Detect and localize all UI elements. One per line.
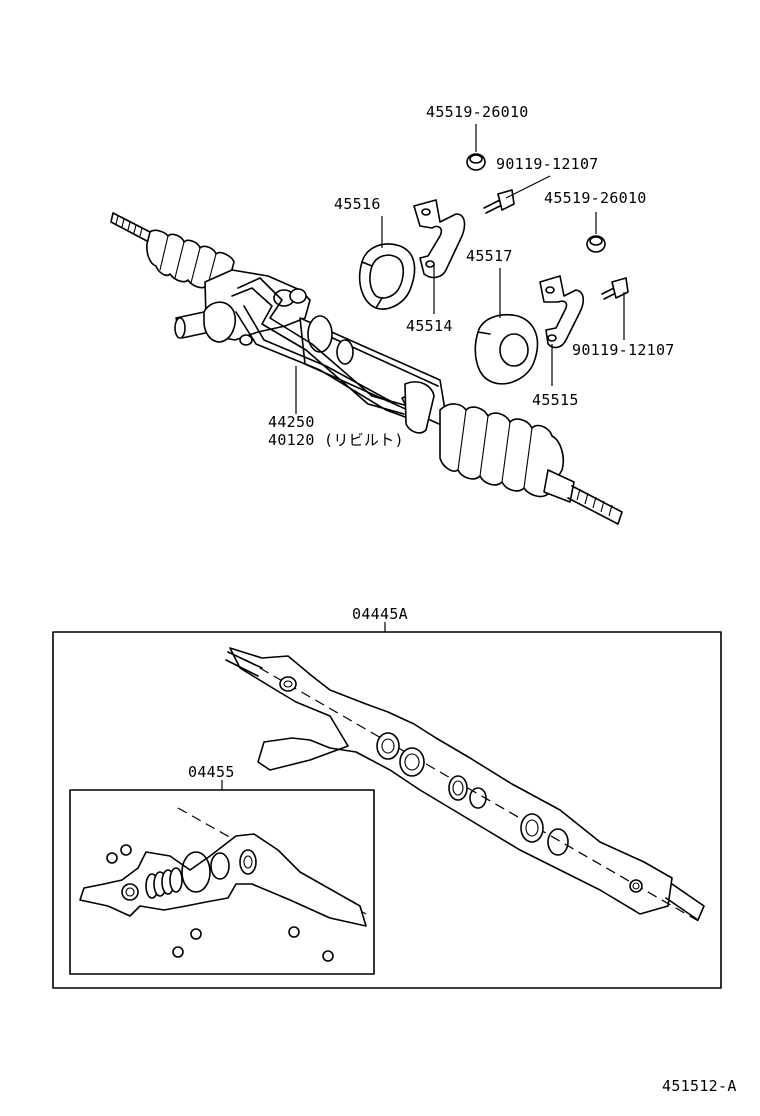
nut-45519-mid-icon <box>586 235 606 253</box>
label-90119-12107-top: 90119-12107 <box>496 155 599 173</box>
steering-rack-assembly <box>110 212 623 525</box>
bracket-45514-icon <box>413 199 466 279</box>
figure-code: 451512-A <box>662 1077 737 1095</box>
bracket-45515-icon <box>539 275 585 349</box>
label-45519-26010-mid: 45519-26010 <box>544 189 647 207</box>
leader-lines-upper <box>295 124 625 414</box>
kit-04445A-box <box>52 622 722 989</box>
label-45519-26010-top: 45519-26010 <box>426 103 529 121</box>
label-44250: 44250 <box>268 413 315 431</box>
label-04455: 04455 <box>188 763 235 781</box>
label-45516: 45516 <box>334 195 381 213</box>
label-90119-12107-bottom: 90119-12107 <box>572 341 675 359</box>
label-45514: 45514 <box>406 317 453 335</box>
label-45517: 45517 <box>466 247 513 265</box>
bolt-90119-top-icon <box>483 189 515 214</box>
label-04445A: 04445A <box>352 605 408 623</box>
bushing-45516-icon <box>358 243 416 310</box>
label-45515: 45515 <box>532 391 579 409</box>
bushing-45517-icon <box>474 314 539 385</box>
kit-04455-box <box>69 780 375 975</box>
nut-45519-top-icon <box>466 153 486 171</box>
label-40120-rebuilt: 40120 (リビルト) <box>268 431 404 449</box>
